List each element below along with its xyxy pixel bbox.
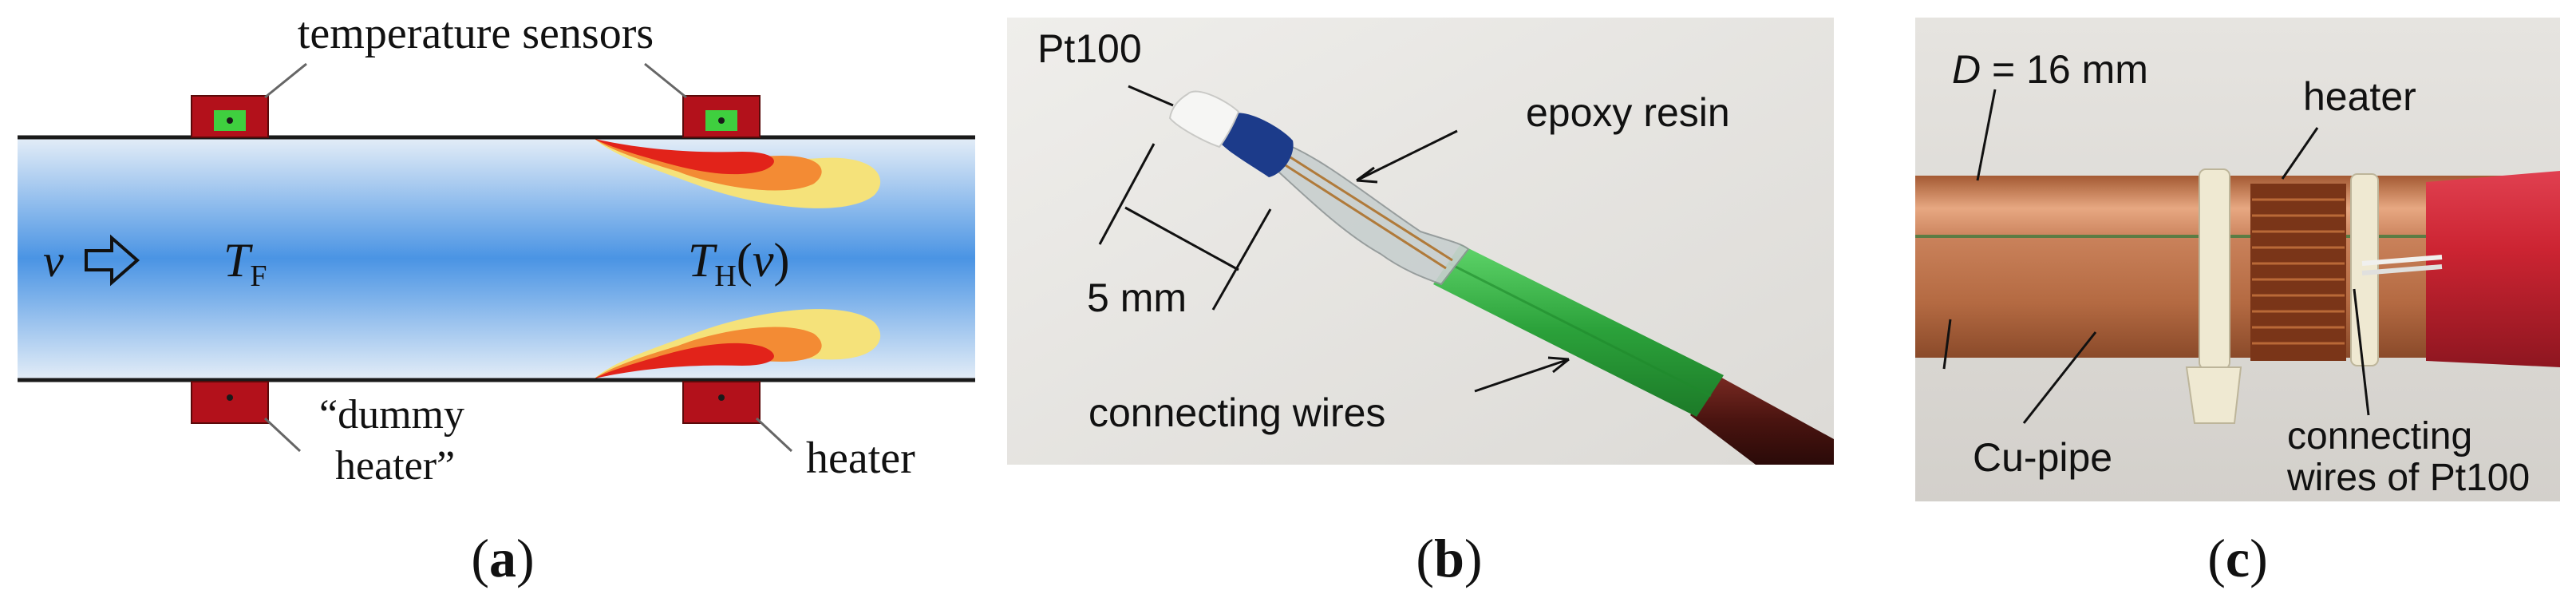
label-diameter: D = 16 mm	[1952, 47, 2148, 92]
leader-wires-c	[2353, 288, 2370, 416]
caption-b: (b)	[1416, 528, 1482, 588]
leader-sensor-right	[644, 62, 687, 99]
panel-c-photo: D = 16 mm heater Cu-pipe connecting wire…	[1915, 18, 2560, 588]
heater-block	[682, 381, 761, 424]
sensor-left-top	[191, 95, 269, 138]
pt100-blue-tip	[1221, 113, 1294, 177]
leader-sensor-left	[264, 62, 307, 99]
dummy-heater-block	[191, 381, 269, 424]
heat-plume-bottom	[595, 309, 881, 378]
label-dummy-heater: “dummy heater”	[319, 392, 475, 489]
arrow-wires	[1474, 356, 1570, 393]
leader-pipe-edge	[1942, 319, 1952, 370]
label-flow-velocity: v	[43, 235, 64, 287]
panel-b-photo: Pt100 epoxy resin 5 mm connecting wires …	[1007, 18, 1834, 588]
leader-heater-c	[2281, 127, 2319, 180]
wire-outer-sleeve	[1690, 375, 1834, 465]
leader-pt100	[1128, 85, 1174, 107]
label-cu-pipe: Cu-pipe	[1973, 435, 2112, 480]
sensor-right-top	[682, 95, 761, 138]
heat-plume-top	[595, 139, 881, 208]
label-pt100: Pt100	[1037, 26, 1142, 71]
label-connecting-wires: connecting wires	[1088, 390, 1385, 435]
epoxy-bundle	[1269, 142, 1470, 286]
label-TF: TF	[223, 234, 267, 293]
panel-a-diagram: temperature sensors v TF TH(v) “dummy he…	[18, 9, 975, 588]
leader-cupipe	[2022, 331, 2097, 424]
label-epoxy-resin: epoxy resin	[1526, 90, 1730, 135]
label-connecting-wires-pt100: connecting wires of Pt100	[2286, 415, 2530, 499]
red-cap	[2426, 171, 2560, 367]
pt100-white-body	[1168, 90, 1240, 149]
cable-tie-left	[2199, 168, 2230, 370]
label-5mm: 5 mm	[1087, 275, 1187, 320]
arrow-epoxy	[1356, 129, 1458, 184]
flow-arrow-icon	[85, 234, 140, 287]
label-heater: heater	[806, 434, 915, 483]
leader-D	[1976, 89, 1997, 181]
caption-a: (a)	[471, 528, 534, 588]
caption-c: (c)	[2207, 528, 2268, 588]
leader-heater	[755, 417, 793, 453]
heater-coil	[2250, 184, 2346, 361]
wire-green-sleeve	[1433, 244, 1724, 417]
label-TH: TH(v)	[688, 234, 789, 293]
label-temperature-sensors: temperature sensors	[298, 9, 654, 58]
dimension-5mm	[1098, 143, 1272, 311]
label-heater-c: heater	[2303, 74, 2416, 119]
leader-dummy-heater	[263, 417, 302, 453]
